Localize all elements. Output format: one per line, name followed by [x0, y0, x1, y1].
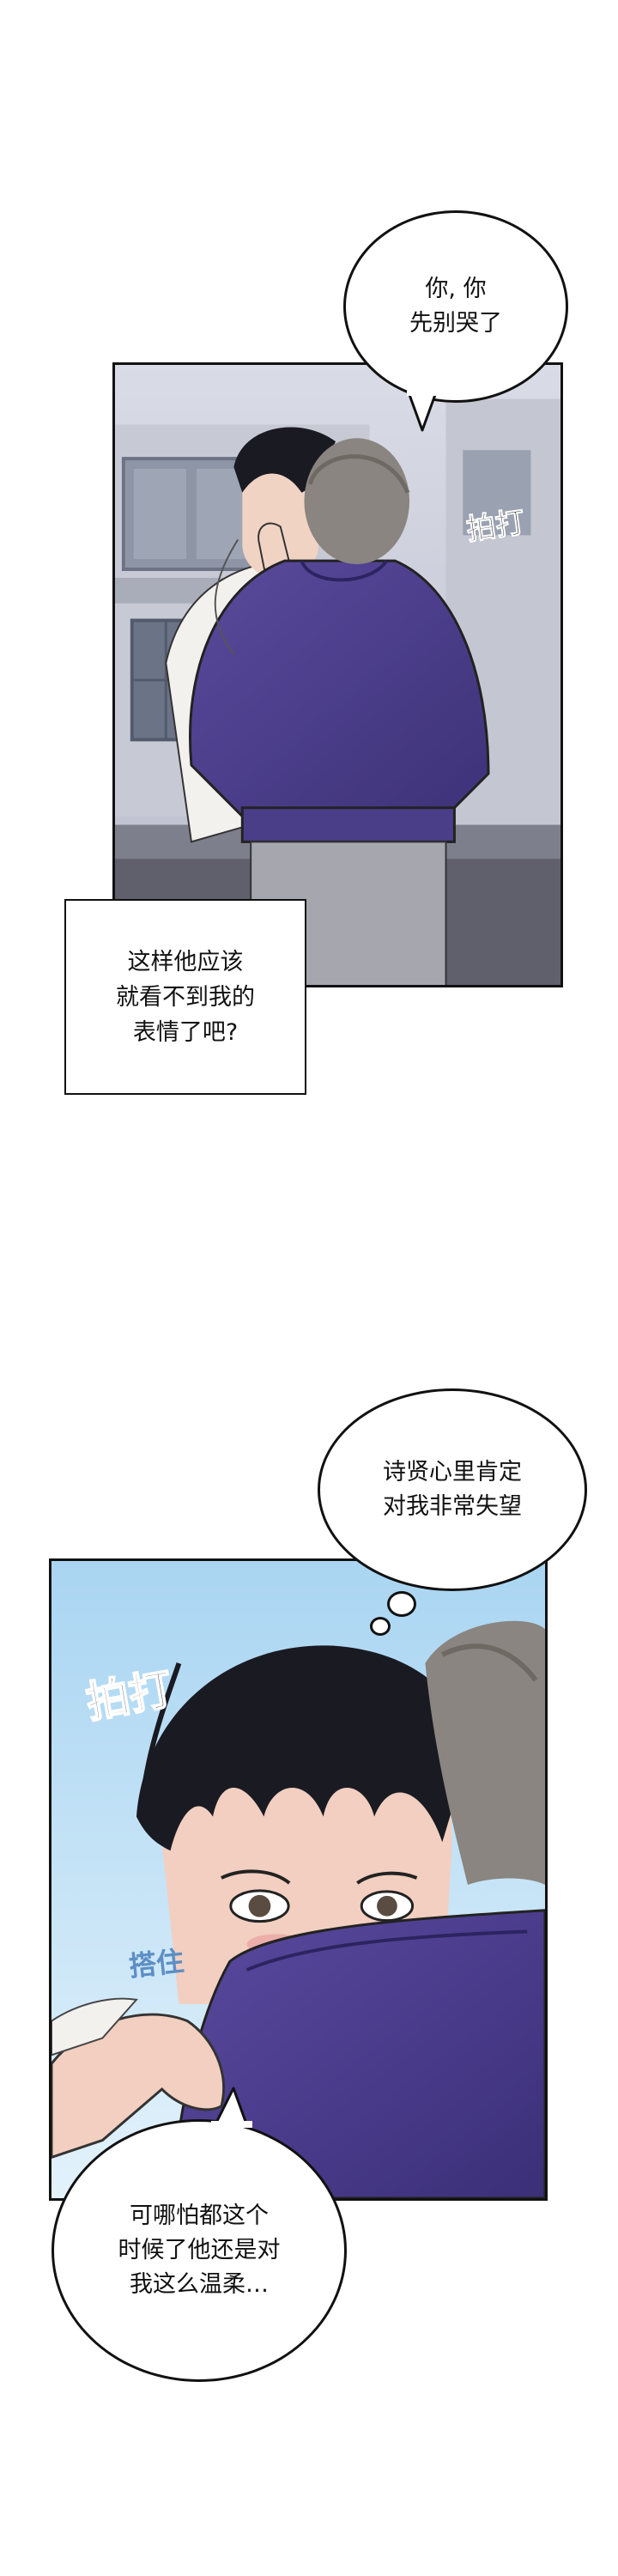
sfx-pat-text: 拍打	[464, 505, 528, 548]
thought-bubble-disappointed: 诗贤心里肯定 对我非常失望	[318, 1388, 587, 1591]
sfx-hold-text: 搭住	[127, 1944, 186, 1984]
thought-bubble-text: 诗贤心里肯定 对我非常失望	[383, 1459, 522, 1520]
speech-bubble-text: 你, 你 先别哭了	[409, 276, 502, 337]
speech-bubble-stop-crying: 你, 你 先别哭了	[343, 210, 568, 403]
speech-bubble-gentle-text: 可哪怕都这个 时候了他还是对 我这么温柔…	[118, 2202, 281, 2298]
narration-box: 这样他应该 就看不到我的 表情了吧?	[64, 899, 306, 1095]
panel-closeup-face	[49, 1558, 548, 2201]
thought-dot-large	[387, 1591, 416, 1617]
panel-hug-street-art	[115, 365, 560, 985]
speech-bubble-gentle-tail	[211, 2087, 252, 2128]
speech-bubble-tail	[407, 391, 441, 432]
panel-hug-street	[112, 362, 563, 987]
thought-dot-small	[370, 1617, 391, 1636]
speech-bubble-gentle: 可哪怕都这个 时候了他还是对 我这么温柔…	[52, 2119, 347, 2382]
panel-closeup-face-art	[52, 1561, 545, 2198]
narration-text: 这样他应该 就看不到我的 表情了吧?	[116, 948, 255, 1046]
